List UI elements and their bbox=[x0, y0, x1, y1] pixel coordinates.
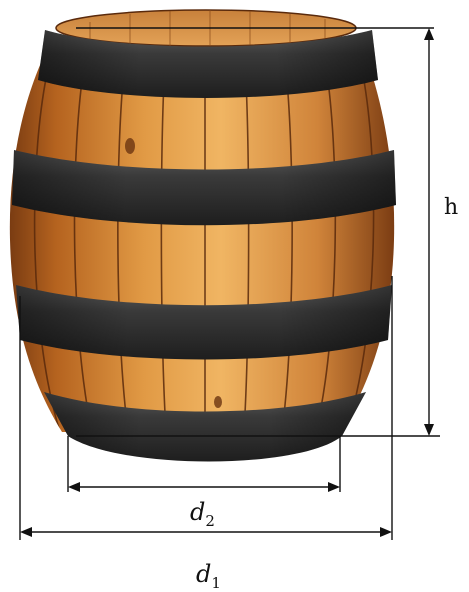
d1-arrowhead-left bbox=[20, 527, 32, 537]
d1-label-subscript: 1 bbox=[211, 574, 221, 592]
barrel-staves bbox=[33, 59, 375, 432]
d2-label: d2 bbox=[190, 498, 215, 530]
height-arrowhead-bottom bbox=[424, 424, 434, 436]
hoop-bottom bbox=[44, 392, 366, 462]
height-arrowhead-top bbox=[424, 28, 434, 40]
hoop-top bbox=[38, 30, 378, 98]
d1-label-base: d bbox=[196, 560, 211, 588]
dimension-lines bbox=[19, 27, 440, 540]
d2-arrowhead-left bbox=[68, 482, 80, 492]
d2-label-subscript: 2 bbox=[205, 512, 215, 530]
d2-label-base: d bbox=[190, 498, 205, 526]
d2-arrowhead-right bbox=[328, 482, 340, 492]
hoop-upper-middle bbox=[12, 150, 396, 226]
barrel-body bbox=[9, 40, 395, 432]
height-label: h bbox=[444, 195, 458, 220]
d1-label: d1 bbox=[196, 560, 221, 592]
hoop-lower-middle bbox=[16, 285, 392, 360]
d1-arrowhead-right bbox=[380, 527, 392, 537]
